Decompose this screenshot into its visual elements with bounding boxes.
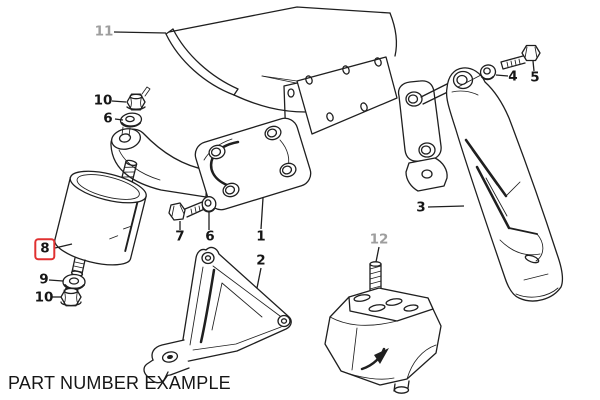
callout-7-6[interactable]: 7 [175, 228, 185, 245]
part-10-hex-nut-bottom-drawing [60, 287, 82, 307]
part-4-washer-drawing [457, 64, 497, 88]
part-9-washer-drawing [62, 273, 86, 291]
part-8-engine-mount-drawing [54, 159, 147, 277]
callout-10-1[interactable]: 10 [93, 92, 113, 109]
callout-3-10[interactable]: 3 [416, 199, 426, 216]
part-10-hex-nut-top-drawing [126, 86, 151, 111]
callout-4-12[interactable]: 4 [508, 68, 518, 85]
part-1-support-bracket-drawing [194, 117, 312, 211]
part-6-washer-middle-drawing [201, 196, 217, 213]
callout-1-8[interactable]: 1 [256, 228, 266, 245]
part-2-gusset-bracket-drawing [143, 246, 292, 384]
callout-5-13[interactable]: 5 [530, 69, 540, 86]
bracket-arm-drawing [110, 126, 208, 198]
caption-text: PART NUMBER EXAMPLE [8, 373, 231, 393]
callout-6-7[interactable]: 6 [205, 228, 215, 245]
part-5-hex-bolt-drawing [500, 44, 541, 70]
callout-11-0[interactable]: 11 [94, 23, 114, 40]
callout-10-5[interactable]: 10 [34, 289, 54, 306]
part-6-washer-top-drawing [119, 112, 143, 128]
part-3-support-arm-drawing [397, 67, 564, 302]
callout-8-3[interactable]: 8 [34, 238, 56, 260]
callout-9-4[interactable]: 9 [39, 271, 49, 288]
callout-6-2[interactable]: 6 [103, 110, 113, 127]
callout-2-9[interactable]: 2 [256, 252, 266, 269]
part-12-rubber-mount-drawing [324, 261, 442, 394]
callout-12-11[interactable]: 12 [369, 231, 389, 248]
